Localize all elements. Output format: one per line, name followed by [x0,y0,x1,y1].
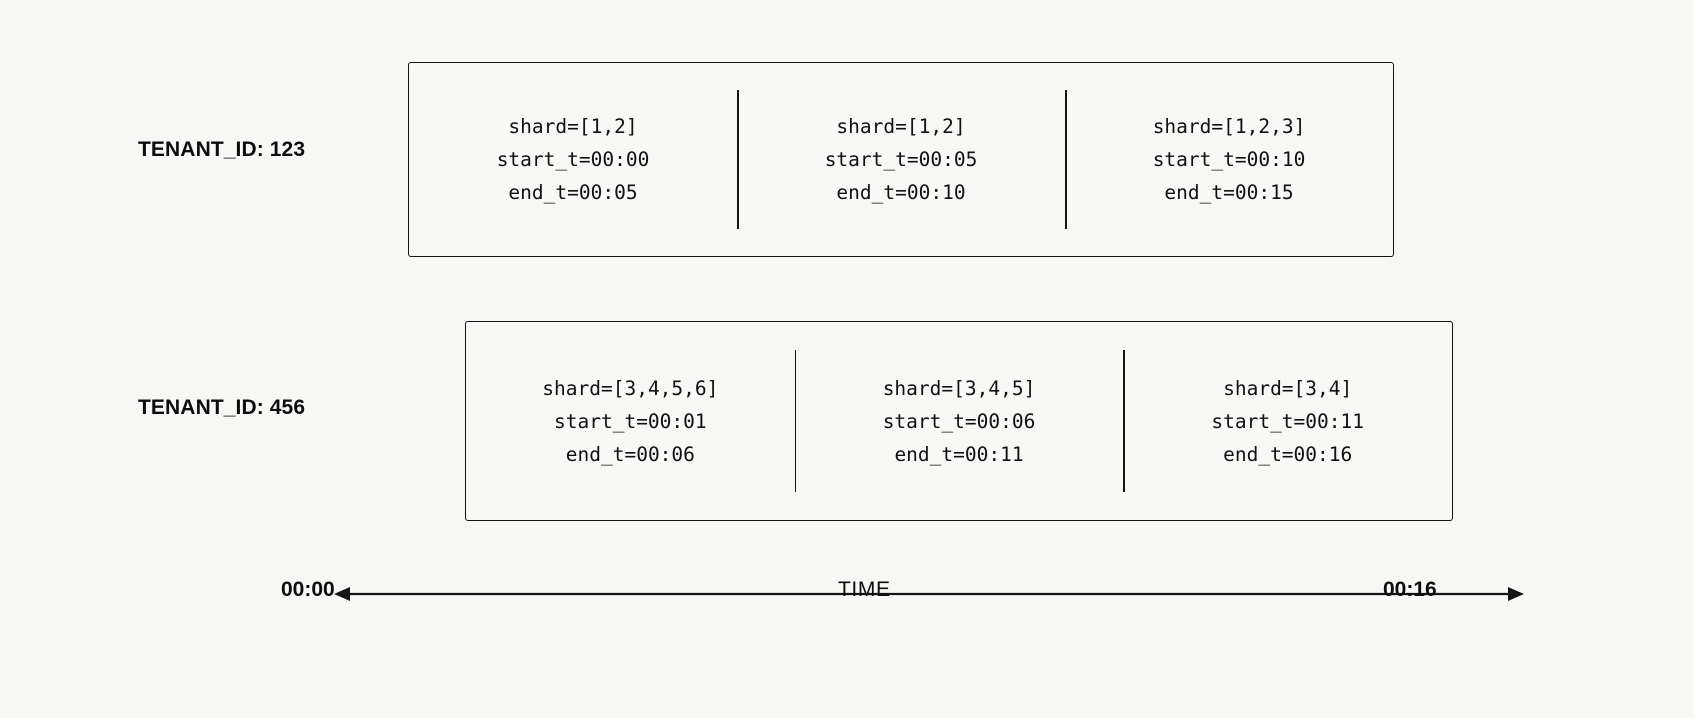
timeline-box-tenant-123: shard=[1,2] start_t=00:00 end_t=00:05 sh… [408,62,1394,257]
segment-start-t: start_t=00:05 [824,148,978,171]
tenant-label-123: TENANT_ID: 123 [138,138,306,161]
segment-shard: shard=[1,2] [836,115,966,138]
timeline-segment: shard=[3,4] start_t=00:11 end_t=00:16 [1123,322,1452,520]
segment-start-t: start_t=00:01 [554,409,707,433]
segment-shard: shard=[3,4,5,6] [542,376,719,400]
axis-start-label: 00:00 [281,578,335,601]
segment-shard: shard=[3,4] [1223,376,1353,400]
timeline-segment: shard=[1,2] start_t=00:00 end_t=00:05 [409,63,737,256]
tenant-label-456: TENANT_ID: 456 [138,396,306,419]
segment-shard: shard=[3,4,5] [882,376,1036,400]
segment-end-t: end_t=00:05 [508,181,638,204]
segment-end-t: end_t=00:16 [1223,442,1353,466]
timeline-box-tenant-456: shard=[3,4,5,6] start_t=00:01 end_t=00:0… [465,321,1453,521]
timeline-segment: shard=[1,2] start_t=00:05 end_t=00:10 [737,63,1065,256]
segment-end-t: end_t=00:10 [836,181,966,204]
segment-start-t: start_t=00:00 [496,148,650,171]
axis-end-label: 00:16 [1383,578,1437,601]
segment-end-t: end_t=00:11 [894,442,1024,466]
segment-start-t: start_t=00:06 [882,409,1036,433]
segment-shard: shard=[1,2,3] [1152,115,1306,138]
double-arrow-icon [334,587,1524,601]
timeline-segment: shard=[3,4,5,6] start_t=00:01 end_t=00:0… [466,322,795,520]
segment-start-t: start_t=00:10 [1152,148,1306,171]
time-axis [330,576,1528,612]
segment-shard: shard=[1,2] [508,115,638,138]
timeline-segment: shard=[1,2,3] start_t=00:10 end_t=00:15 [1065,63,1393,256]
axis-title: TIME [838,578,891,601]
segment-start-t: start_t=00:11 [1211,409,1364,433]
segment-end-t: end_t=00:15 [1164,181,1294,204]
timeline-segment: shard=[3,4,5] start_t=00:06 end_t=00:11 [794,322,1124,520]
segment-end-t: end_t=00:06 [565,442,695,466]
